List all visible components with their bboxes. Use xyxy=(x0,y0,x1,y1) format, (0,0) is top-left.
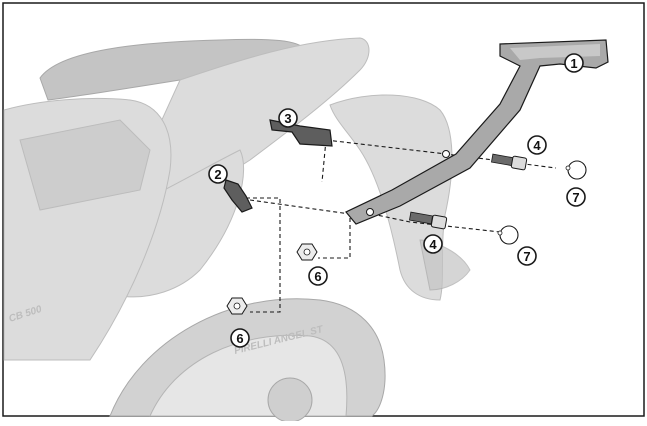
callout-6-middle-label: 6 xyxy=(314,269,321,284)
nut-lower-hole xyxy=(233,302,241,310)
callout-4-upper: 4 xyxy=(527,135,547,155)
left-bracket-shape xyxy=(223,179,253,213)
callout-6-lower-label: 6 xyxy=(236,331,243,346)
frame-detail-shape xyxy=(19,119,151,211)
callout-3-label: 3 xyxy=(284,111,291,126)
cap-lower-shape xyxy=(499,225,519,245)
callout-2: 2 xyxy=(208,164,228,184)
rack-arm-shape xyxy=(345,39,609,225)
leader-bracket3-down xyxy=(321,139,327,183)
callout-3: 3 xyxy=(278,108,298,128)
motorcycle-background: PIRELLI ANGEL ST CB 500 xyxy=(3,37,471,423)
callout-7-lower: 7 xyxy=(517,246,537,266)
cap-upper-tip xyxy=(565,165,571,171)
leader-arm-to-lower-bolt xyxy=(371,213,501,233)
callout-6-lower: 6 xyxy=(230,328,250,348)
nut-lower-part xyxy=(226,297,248,315)
spacer-upper xyxy=(510,155,528,171)
callout-4-lower: 4 xyxy=(423,234,443,254)
callout-6-middle: 6 xyxy=(308,266,328,286)
callout-7-lower-label: 7 xyxy=(523,249,530,264)
arm-hole-lower xyxy=(366,208,374,216)
cap-lower-part xyxy=(497,225,519,245)
callout-4-upper-label: 4 xyxy=(533,138,541,153)
left-bracket-part xyxy=(223,179,253,213)
cap-upper-shape xyxy=(567,160,587,180)
arm-hole-upper xyxy=(442,150,450,158)
spacer-lower xyxy=(430,214,448,230)
spacer-bolt-upper-part xyxy=(491,153,528,171)
spacer-bolt-lower-part xyxy=(409,211,448,230)
leader-bracket2-to-nut xyxy=(249,199,351,259)
callout-7-upper-label: 7 xyxy=(572,190,579,205)
callout-1-label: 1 xyxy=(570,56,577,71)
leader-bracket2-to-lower-nut xyxy=(246,197,281,313)
callout-1: 1 xyxy=(564,53,584,73)
callout-7-upper: 7 xyxy=(566,187,586,207)
cap-upper-part xyxy=(565,160,587,180)
nut-middle-part xyxy=(296,243,318,261)
wheel-hub-shape xyxy=(267,377,313,423)
callout-2-label: 2 xyxy=(214,167,221,182)
nut-middle-hole xyxy=(303,248,311,256)
callout-4-lower-label: 4 xyxy=(429,237,437,252)
cap-lower-tip xyxy=(497,230,503,236)
